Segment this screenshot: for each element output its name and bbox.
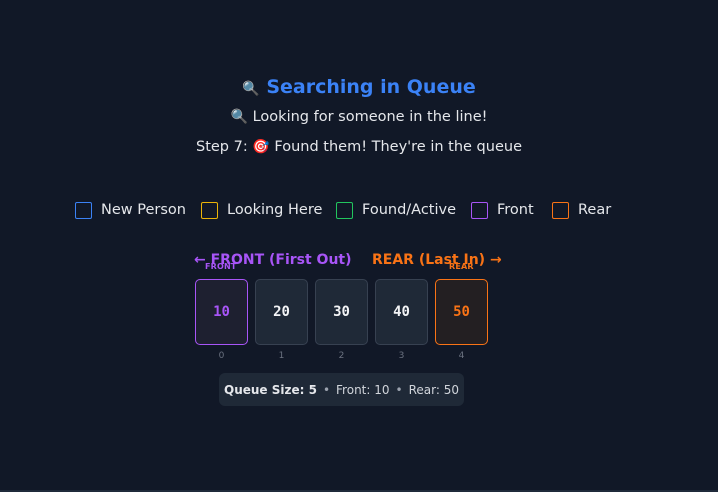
bottom-divider xyxy=(0,490,718,492)
legend-swatch xyxy=(75,201,92,219)
front-direction-label: ← FRONT (First Out) xyxy=(194,252,352,268)
step-description: Step 7: 🎯 Found them! They're in the que… xyxy=(0,137,718,157)
queue-item[interactable]: 20 xyxy=(255,279,308,345)
separator: • xyxy=(395,382,403,397)
front-info: Front: 10 xyxy=(336,382,390,397)
magnifier-icon: 🔍 xyxy=(242,81,260,97)
queue-item[interactable]: 40 xyxy=(375,279,428,345)
legend-label: Found/Active xyxy=(362,202,457,218)
queue-item-rear[interactable]: 50 xyxy=(435,279,488,345)
queue-index: 0 xyxy=(218,351,225,361)
legend-swatch xyxy=(201,201,218,219)
queue-item[interactable]: 30 xyxy=(315,279,368,345)
rear-info: Rear: 50 xyxy=(408,382,459,397)
front-tag: FRONT xyxy=(205,262,237,271)
queue-index: 2 xyxy=(338,351,345,361)
legend-label: Rear xyxy=(578,202,612,218)
legend-label: Front xyxy=(497,202,534,218)
queue-index: 3 xyxy=(398,351,405,361)
legend-item-found-active: Found/Active xyxy=(336,200,456,220)
legend-label: New Person xyxy=(101,202,186,218)
legend-item-new-person: New Person xyxy=(75,200,186,220)
queue-info-panel: Queue Size: 5 • Front: 10 • Rear: 50 xyxy=(219,373,464,406)
queue-index: 4 xyxy=(458,351,465,361)
queue-size-label: Queue Size: 5 xyxy=(224,382,317,397)
rear-tag: REAR xyxy=(449,262,474,271)
legend-swatch xyxy=(552,201,569,219)
legend-swatch xyxy=(471,201,488,219)
queue-item-front[interactable]: 10 xyxy=(195,279,248,345)
page-title: 🔍 Searching in Queue xyxy=(0,74,718,102)
subtitle: 🔍 Looking for someone in the line! xyxy=(0,107,718,127)
legend-item-looking-here: Looking Here xyxy=(201,200,322,220)
step-prefix: Step 7: xyxy=(196,139,248,155)
separator: • xyxy=(322,382,331,397)
target-icon: 🎯 xyxy=(252,139,270,155)
legend-item-front: Front xyxy=(471,200,534,220)
queue-index: 1 xyxy=(278,351,285,361)
magnifier-icon: 🔍 xyxy=(230,109,248,125)
step-text: Found them! They're in the queue xyxy=(274,139,522,155)
legend-item-rear: Rear xyxy=(552,200,611,220)
legend-swatch xyxy=(336,201,353,219)
legend-label: Looking Here xyxy=(227,202,323,218)
rear-direction-label: REAR (Last In) → xyxy=(372,252,502,268)
title-text: Searching in Queue xyxy=(266,76,476,98)
subtitle-text: Looking for someone in the line! xyxy=(252,109,488,125)
